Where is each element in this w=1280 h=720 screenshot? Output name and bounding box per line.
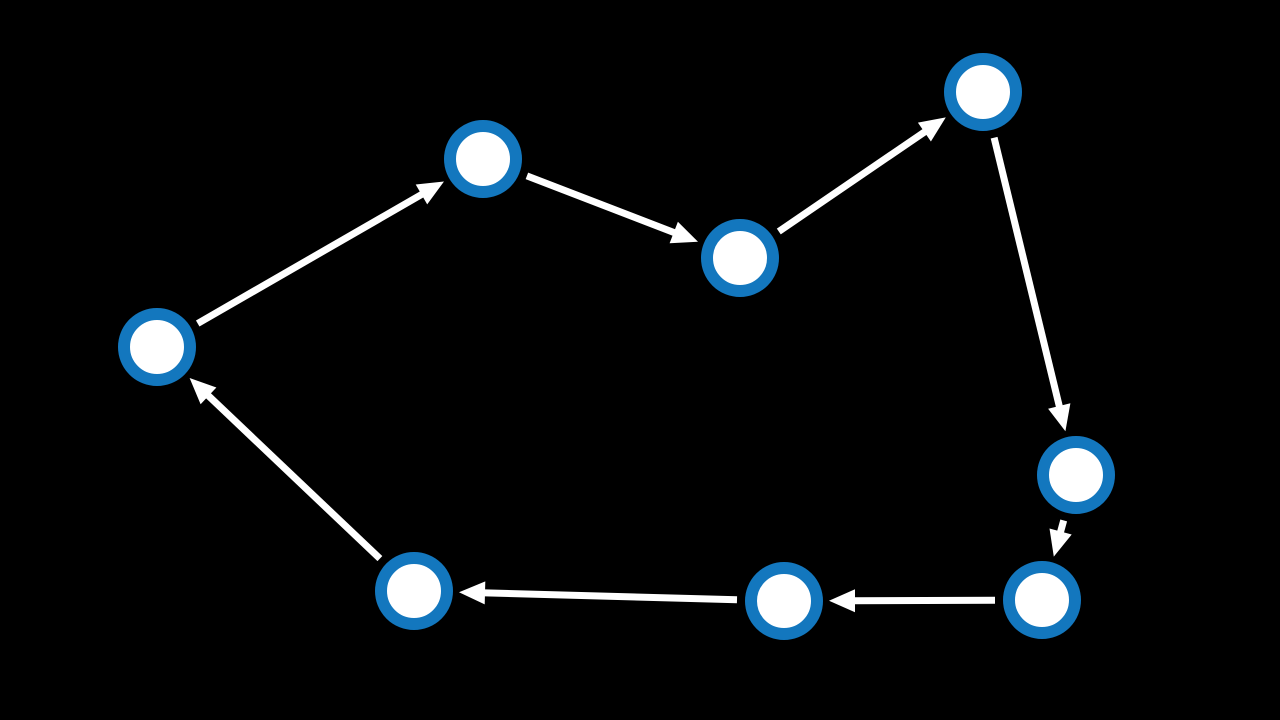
edge-arrow-node-bottom-left-to-node-left xyxy=(189,378,383,562)
edge-arrow-node-upper-left-to-node-top-middle xyxy=(525,172,698,244)
edge-arrow-node-right-to-node-bottom-right xyxy=(1049,519,1072,557)
arrowhead-icon xyxy=(415,181,444,205)
edge-arrow-node-left-to-node-upper-left xyxy=(195,181,444,327)
node-left xyxy=(118,308,196,386)
arrowhead-icon xyxy=(459,581,486,605)
node-top-right xyxy=(944,53,1022,131)
node-top-middle xyxy=(701,219,779,297)
edge-shaft xyxy=(850,596,996,605)
edge-shaft xyxy=(525,172,679,238)
edge-arrow-node-bottom-right-to-node-bottom-middle xyxy=(829,589,996,613)
arrowhead-icon xyxy=(1049,528,1072,557)
edge-shaft xyxy=(195,189,427,327)
arrowhead-icon xyxy=(1048,403,1071,432)
node-bottom-middle xyxy=(745,562,823,640)
node-bottom-right xyxy=(1003,561,1081,639)
edge-arrow-node-bottom-middle-to-node-bottom-left xyxy=(459,581,738,605)
arrowhead-icon xyxy=(829,589,855,613)
node-right xyxy=(1037,436,1115,514)
node-bottom-left xyxy=(375,552,453,630)
edge-shaft xyxy=(203,390,383,562)
edge-shaft xyxy=(480,589,738,604)
edge-shaft xyxy=(990,136,1064,411)
edge-shaft xyxy=(776,126,930,235)
arrowhead-icon xyxy=(189,378,217,405)
edge-arrow-node-top-middle-to-node-top-right xyxy=(776,117,946,235)
arrowhead-icon xyxy=(669,221,698,244)
arrowhead-icon xyxy=(917,117,946,142)
node-upper-left xyxy=(444,120,522,198)
edge-arrow-node-top-right-to-node-right xyxy=(990,136,1071,432)
